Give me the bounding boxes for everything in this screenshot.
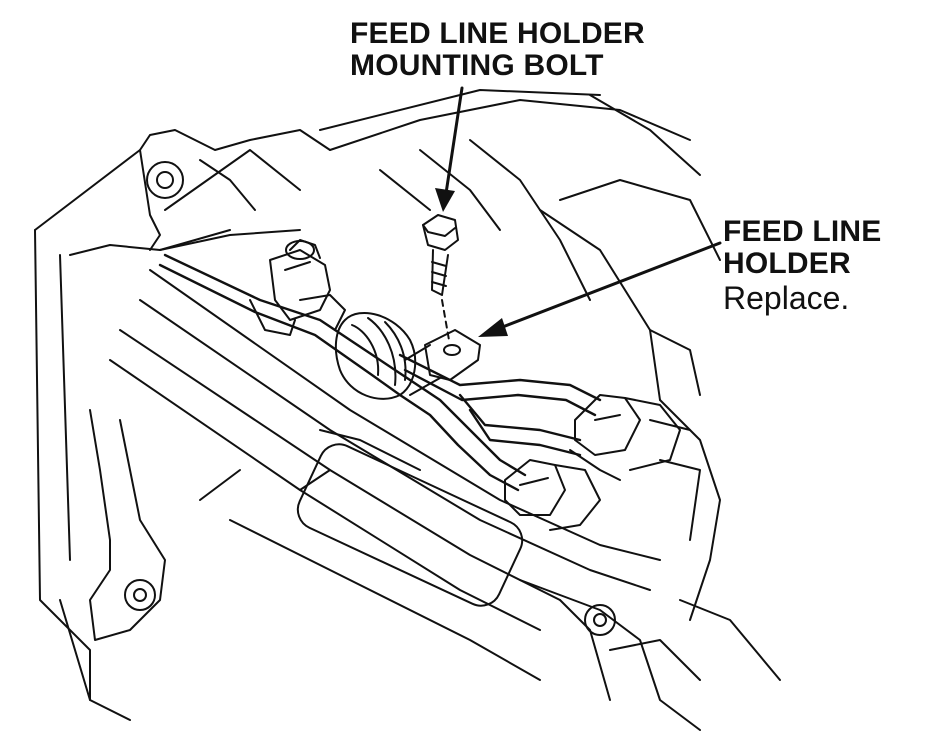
holder-arrowhead	[478, 318, 508, 337]
engine-housing-right	[319, 89, 721, 621]
leader-arrows	[443, 86, 722, 330]
bolt-arrowhead	[435, 188, 455, 212]
feed-line-holder-callout-line2: HOLDER	[723, 247, 851, 281]
mounting-bolt-callout: FEED LINE HOLDER MOUNTING BOLT	[350, 17, 645, 83]
engine-lower-bracket	[59, 409, 166, 721]
pipe-fittings	[504, 394, 681, 531]
feed-line-holder-callout: FEED LINE HOLDER Replace.	[723, 215, 882, 316]
left-clamp	[249, 239, 346, 336]
transmission-case	[109, 229, 781, 731]
feed-line-holder	[404, 329, 481, 396]
feed-line-pipe	[158, 253, 602, 492]
mounting-bolt	[422, 214, 459, 341]
feed-line-grommet	[334, 311, 417, 400]
feed-line-holder-callout-line1: FEED LINE	[723, 215, 882, 248]
replace-note: Replace.	[723, 279, 850, 316]
engine-housing-left	[34, 129, 331, 701]
mounting-bolt-callout-line1: FEED LINE HOLDER	[350, 17, 645, 50]
mounting-bolt-callout-line2: MOUNTING BOLT	[350, 49, 604, 83]
